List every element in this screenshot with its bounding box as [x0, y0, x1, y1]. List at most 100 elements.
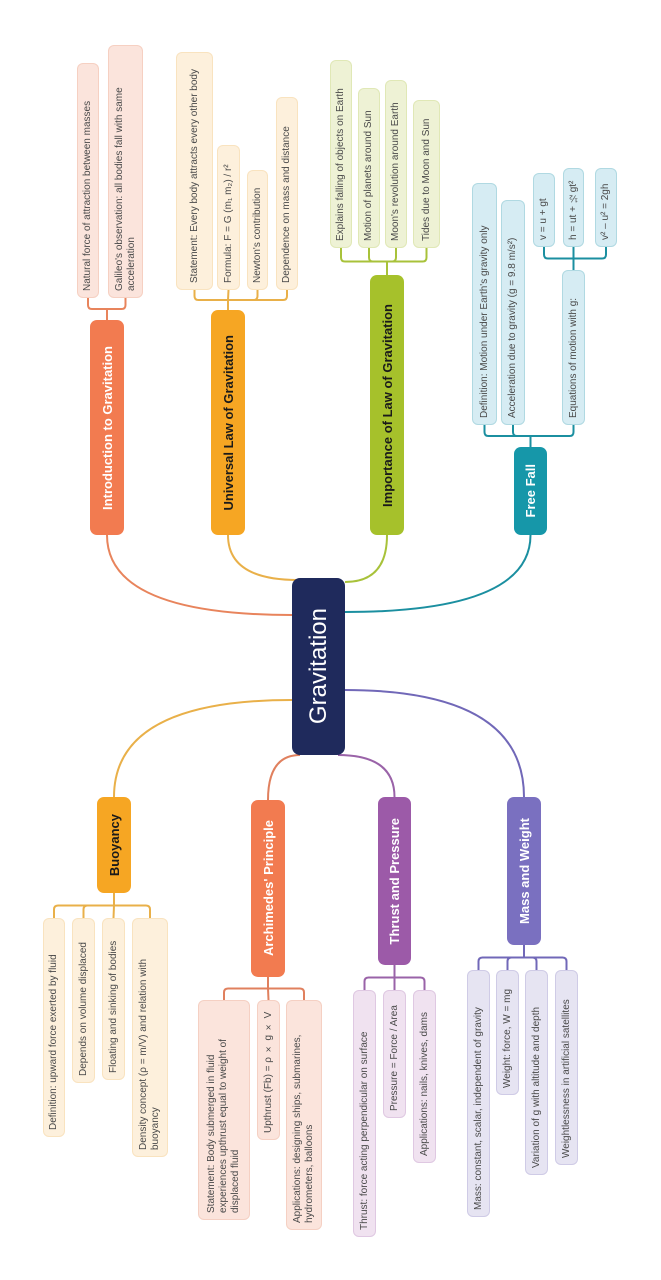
equation-node[interactable]: h = ut + ½gt²	[563, 168, 584, 247]
leaf-buoyancy[interactable]: Depends on volume displaced	[72, 918, 95, 1083]
central-topic-label: Gravitation	[304, 608, 332, 725]
connector-introduction-to-gravitation	[106, 534, 293, 616]
leaf-archimedes-principle-label: Statement: Body submerged in fluid exper…	[206, 1039, 241, 1213]
leaf-universal-law-of-gravitation-label: Dependence on mass and distance	[281, 126, 292, 283]
branch-buoyancy-label: Buoyancy	[106, 813, 122, 877]
leaf-free-fall[interactable]: Acceleration due to gravity (g = 9.8 m/s…	[501, 200, 525, 425]
bracket-mass-and-weight-link	[506, 956, 524, 970]
bracket-importance-of-law-of-gravitation-link	[387, 248, 397, 263]
leaf-mass-and-weight[interactable]: Weightlessness in artificial satellites	[555, 970, 578, 1165]
leaf-archimedes-principle[interactable]: Statement: Body submerged in fluid exper…	[198, 1000, 250, 1220]
branch-thrust-and-pressure-label: Thrust and Pressure	[387, 817, 402, 945]
connector-mass-and-weight	[344, 689, 525, 798]
leaf-mass-and-weight[interactable]: Variation of g with altitude and depth	[525, 970, 548, 1175]
bracket-mass-and-weight-link	[524, 956, 538, 970]
leaf-importance-of-law-of-gravitation-label: Moon's revolution around Earth	[390, 102, 401, 241]
equation-node[interactable]: v = u + gt	[533, 173, 555, 247]
branch-importance-of-law-of-gravitation-label: Importance of Law of Gravitation	[379, 303, 395, 507]
bracket-free-fall-link	[530, 425, 575, 437]
leaf-universal-law-of-gravitation-label: Formula: F = G (m₁ m₂) / r²	[222, 164, 234, 283]
leaf-universal-law-of-gravitation-label: Statement: Every body attracts every oth…	[188, 69, 200, 283]
leaf-importance-of-law-of-gravitation-label: Tides due to Moon and Sun	[420, 118, 432, 242]
leaf-buoyancy[interactable]: Definition: upward force exerted by flui…	[43, 918, 65, 1137]
leaf-mass-and-weight-label: Weight: force, W = mg	[501, 988, 513, 1088]
leaf-introduction-to-gravitation-label: Galileo's observation: all bodies fall w…	[113, 87, 137, 291]
leaf-buoyancy-label: Floating and sinking of bodies	[107, 940, 119, 1073]
leaf-free-fall[interactable]: Equations of motion with g:	[562, 270, 585, 425]
leaf-universal-law-of-gravitation[interactable]: Formula: F = G (m₁ m₂) / r²	[217, 145, 240, 290]
leaf-importance-of-law-of-gravitation[interactable]: Moon's revolution around Earth	[385, 80, 407, 248]
branch-mass-and-weight-label: Mass and Weight	[516, 818, 532, 924]
leaf-buoyancy[interactable]: Density concept (ρ = m/V) and relation w…	[132, 918, 168, 1157]
leaf-mass-and-weight[interactable]: Mass: constant, scalar, independent of g…	[467, 970, 490, 1217]
leaf-buoyancy-label: Definition: upward force exerted by flui…	[48, 954, 59, 1130]
bracket-universal-law-of-gravitation-link	[193, 290, 228, 301]
bracket-introduction-to-gravitation-link	[107, 298, 127, 310]
leaf-thrust-and-pressure-label: Pressure = Force / Area	[388, 1005, 400, 1111]
bracket-mass-and-weight-link	[524, 956, 568, 970]
leaf-thrust-and-pressure-label: Applications: nails, knives, dams	[418, 1012, 430, 1156]
leaf-free-fall[interactable]: Definition: Motion under Earth's gravity…	[472, 183, 497, 425]
bracket-importance-of-law-of-gravitation-link	[368, 248, 387, 263]
connector-importance-of-law-of-gravitation	[344, 534, 388, 583]
bracket-archimedes-principle-link	[267, 988, 270, 1001]
equation-node[interactable]: v² – u² = 2gh	[595, 168, 617, 247]
equation-node-label: v² – u² = 2gh	[600, 183, 611, 240]
branch-free-fall[interactable]: Free Fall	[514, 447, 547, 535]
leaf-introduction-to-gravitation-label: Natural force of attraction between mass…	[82, 100, 93, 291]
leaf-importance-of-law-of-gravitation-label: Explains falling of objects on Earth	[335, 88, 346, 241]
leaf-universal-law-of-gravitation[interactable]: Statement: Every body attracts every oth…	[176, 52, 213, 290]
leaf-introduction-to-gravitation[interactable]: Galileo's observation: all bodies fall w…	[108, 45, 143, 298]
bracket-archimedes-principle-link	[223, 987, 268, 1000]
leaf-archimedes-principle-label: Applications: designing ships, submarine…	[292, 1034, 315, 1223]
connector-free-fall	[344, 534, 532, 613]
bracket-buoyancy-link	[82, 904, 114, 918]
equation-node-label: v = u + gt	[538, 198, 549, 240]
leaf-mass-and-weight[interactable]: Weight: force, W = mg	[496, 970, 519, 1095]
leaf-buoyancy-label: Density concept (ρ = m/V) and relation w…	[138, 958, 161, 1150]
bracket-importance-of-law-of-gravitation-link	[340, 248, 387, 263]
bracket-importance-of-law-of-gravitation-link	[387, 248, 428, 263]
leaf-archimedes-principle[interactable]: Upthrust (Fb) = ρ × g × V	[257, 1000, 280, 1140]
leaf-universal-law-of-gravitation-label: Newton's contribution	[251, 187, 263, 283]
branch-universal-law-of-gravitation[interactable]: Universal Law of Gravitation	[211, 310, 245, 535]
bracket-archimedes-principle-link	[268, 987, 305, 1000]
branch-archimedes-principle[interactable]: Archimedes' Principle	[251, 800, 285, 977]
branch-introduction-to-gravitation[interactable]: Introduction to Gravitation	[90, 320, 124, 535]
bracket-universal-law-of-gravitation-link	[228, 290, 259, 301]
leaf-archimedes-principle-label: Upthrust (Fb) = ρ × g × V	[262, 1011, 274, 1133]
leaf-importance-of-law-of-gravitation-label: Motion of planets around Sun	[363, 110, 374, 241]
connector-universal-law-of-gravitation	[227, 534, 299, 581]
leaf-importance-of-law-of-gravitation[interactable]: Explains falling of objects on Earth	[330, 60, 352, 248]
branch-buoyancy[interactable]: Buoyancy	[97, 797, 131, 893]
leaf-thrust-and-pressure[interactable]: Pressure = Force / Area	[383, 990, 406, 1118]
connector-buoyancy	[113, 699, 293, 798]
connector-archimedes-principle	[267, 754, 301, 801]
leaf-introduction-to-gravitation[interactable]: Natural force of attraction between mass…	[77, 63, 99, 298]
equation-node-label: h = ut + ½gt²	[567, 180, 579, 240]
leaf-thrust-and-pressure[interactable]: Applications: nails, knives, dams	[413, 990, 436, 1163]
leaf-archimedes-principle[interactable]: Applications: designing ships, submarine…	[286, 1000, 322, 1230]
leaf-universal-law-of-gravitation[interactable]: Dependence on mass and distance	[276, 97, 298, 290]
branch-free-fall-label: Free Fall	[523, 464, 538, 518]
leaf-thrust-and-pressure[interactable]: Thrust: force acting perpendicular on su…	[353, 990, 376, 1237]
leaf-importance-of-law-of-gravitation[interactable]: Motion of planets around Sun	[358, 88, 380, 248]
bracket-thrust-and-pressure-link	[394, 976, 426, 990]
branch-importance-of-law-of-gravitation[interactable]: Importance of Law of Gravitation	[370, 275, 404, 535]
branch-thrust-and-pressure[interactable]: Thrust and Pressure	[378, 797, 411, 965]
leaf-free-fall-label: Equations of motion with g:	[567, 297, 579, 418]
bracket-thrust-and-pressure-link	[363, 976, 395, 990]
leaf-universal-law-of-gravitation[interactable]: Newton's contribution	[247, 170, 268, 290]
branch-mass-and-weight[interactable]: Mass and Weight	[507, 797, 541, 945]
leaf-importance-of-law-of-gravitation[interactable]: Tides due to Moon and Sun	[413, 100, 440, 248]
bracket-buoyancy-link	[112, 905, 115, 919]
leaf-buoyancy[interactable]: Floating and sinking of bodies	[102, 918, 125, 1080]
leaf-thrust-and-pressure-label: Thrust: force acting perpendicular on su…	[358, 1031, 370, 1230]
bracket-free-fall-link	[483, 425, 531, 437]
leaf-mass-and-weight-label: Variation of g with altitude and depth	[530, 1006, 542, 1168]
central-topic-gravitation[interactable]: Gravitation	[292, 578, 345, 755]
branch-universal-law-of-gravitation-label: Universal Law of Gravitation	[220, 334, 236, 511]
bracket-universal-law-of-gravitation-link	[227, 289, 230, 301]
